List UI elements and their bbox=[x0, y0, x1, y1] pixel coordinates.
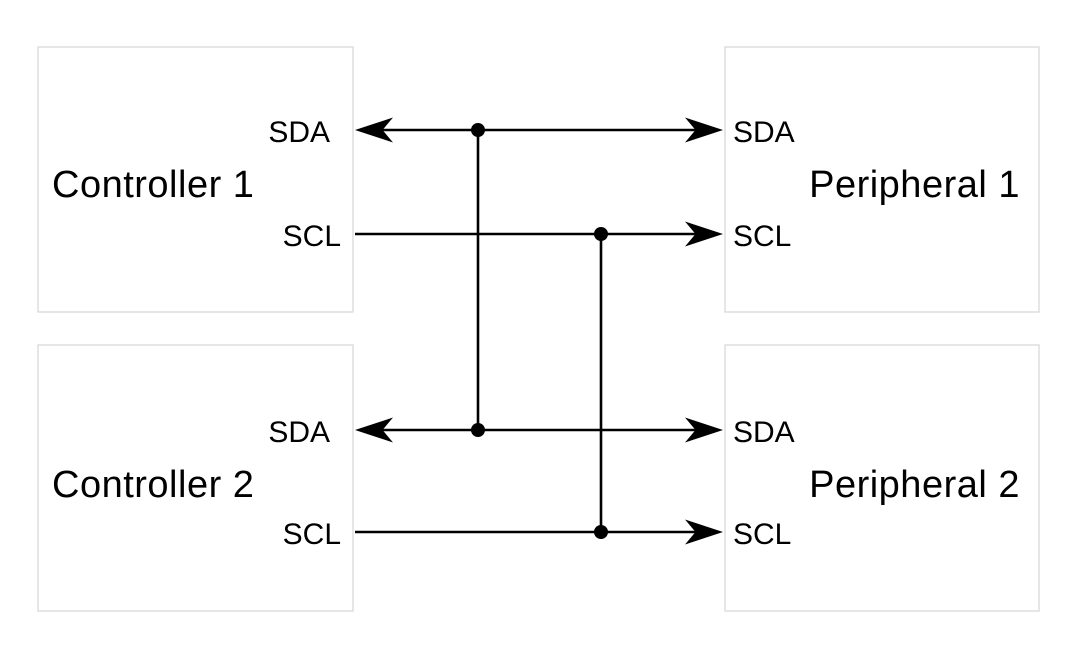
controller-1-sda-pin-label: SDA bbox=[268, 116, 330, 149]
sda1-wire bbox=[355, 117, 723, 143]
sda2-wire bbox=[355, 417, 723, 443]
sda1-arrowhead-left bbox=[355, 117, 393, 143]
peripheral-1-scl-pin-label: SCL bbox=[733, 220, 791, 253]
peripheral-2-box bbox=[724, 344, 1040, 612]
peripheral-2-scl-pin-label: SCL bbox=[733, 518, 791, 551]
scl1-wire bbox=[355, 221, 723, 247]
sda1-arrowhead-right bbox=[685, 117, 723, 143]
controller-1-label: Controller 1 bbox=[52, 164, 254, 206]
controller-2-sda-pin-label: SDA bbox=[268, 416, 330, 449]
scl2-wire bbox=[355, 519, 723, 545]
controller-2-scl-pin-label: SCL bbox=[283, 518, 341, 551]
peripheral-1-sda-pin-label: SDA bbox=[733, 116, 795, 149]
junction-dot-sda2 bbox=[471, 423, 485, 437]
controller-2-label: Controller 2 bbox=[52, 464, 254, 506]
junction-dot-scl1 bbox=[594, 227, 608, 241]
scl2-arrowhead-right bbox=[685, 519, 723, 545]
controller-1-scl-pin-label: SCL bbox=[283, 220, 341, 253]
peripheral-2-sda-pin-label: SDA bbox=[733, 416, 795, 449]
sda2-arrowhead-right bbox=[685, 417, 723, 443]
junction-dot-sda1 bbox=[471, 123, 485, 137]
scl1-arrowhead-right bbox=[685, 221, 723, 247]
peripheral-2-label: Peripheral 2 bbox=[809, 464, 1020, 506]
peripheral-1-box bbox=[724, 46, 1040, 313]
controller-1-box bbox=[37, 46, 354, 313]
junction-dot-scl2 bbox=[594, 525, 608, 539]
sda2-arrowhead-left bbox=[355, 417, 393, 443]
controller-2-box bbox=[37, 344, 354, 612]
peripheral-1-label: Peripheral 1 bbox=[809, 164, 1020, 206]
